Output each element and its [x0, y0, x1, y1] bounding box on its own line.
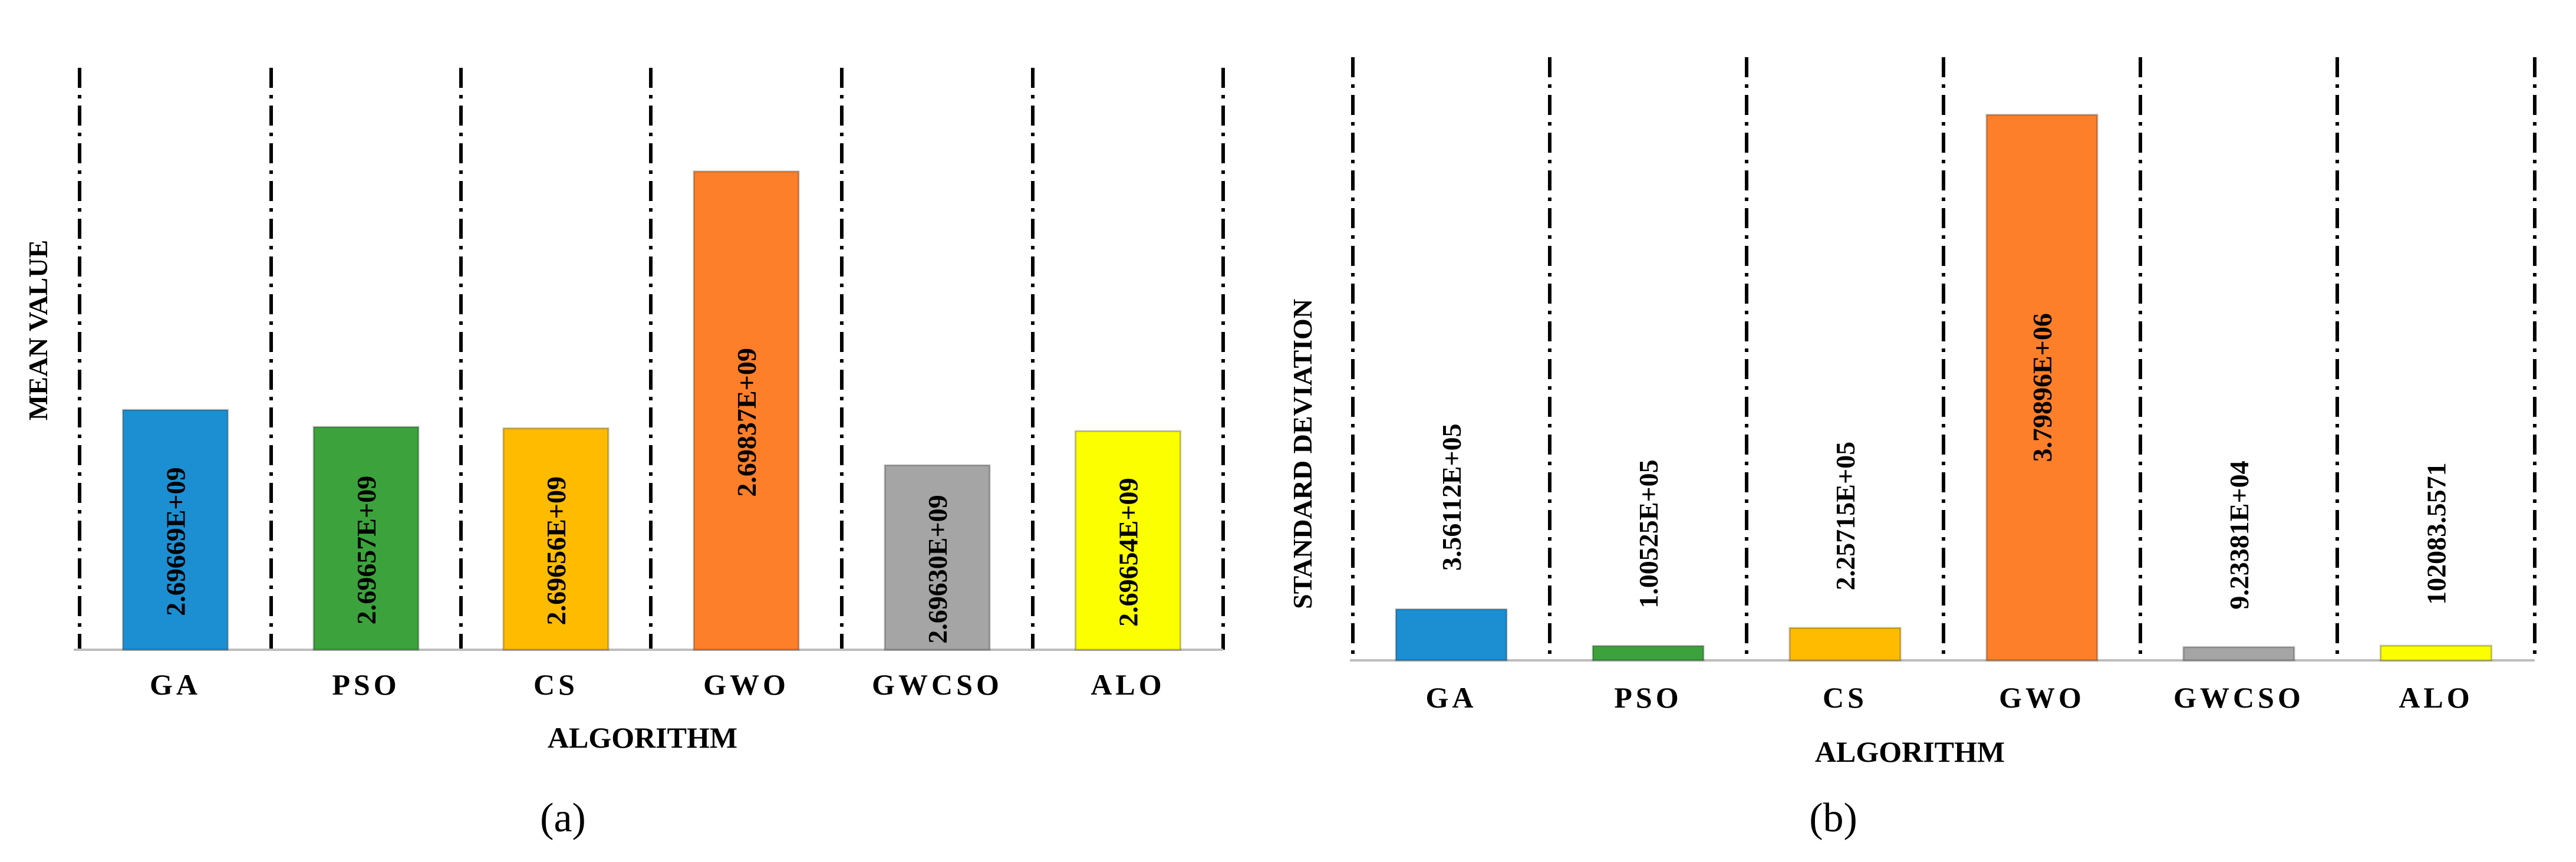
panel-b-data-label-cs: 2.25715E+05: [1830, 442, 1860, 590]
panel-a-mean-value-chart: 2.69669E+09 2.69657E+09 2.69656E+09 2.69837…: [23, 68, 1225, 841]
panel-a-bar-pso: [312, 426, 420, 651]
panel-a-bar-gwcso: [884, 464, 991, 651]
panel-a-data-label-cs: 2.69656E+09: [541, 476, 571, 625]
panel-b-bar-gwo: [1985, 114, 2099, 662]
panel-a-bar-alo: [1075, 430, 1181, 651]
panel-b-tick-label-alo: ALO: [2399, 681, 2473, 714]
panel-b-x-axis-label: ALGORITHM: [1815, 735, 2005, 768]
panel-b-data-label-gwcso: 9.23381E+04: [2224, 460, 2254, 609]
panel-b-data-label-pso: 1.00525E+05: [1633, 459, 1663, 608]
panel-a-data-label-alo: 2.69654E+09: [1114, 478, 1144, 626]
panel-a-tick-label-alo: ALO: [1091, 668, 1165, 701]
panel-b-tick-label-cs: CS: [1823, 681, 1867, 714]
panel-b-tick-label-pso: PSO: [1614, 681, 1682, 714]
panel-b-tick-label-gwcso: GWCSO: [2173, 681, 2304, 714]
panel-b-label: (b): [1809, 795, 1857, 841]
panel-a-y-axis-label: MEAN VALUE: [23, 240, 53, 420]
panel-b-bar-cs: [1788, 627, 1902, 662]
panel-b-bar-alo: [2380, 644, 2492, 662]
panel-b-bar-pso: [1592, 645, 1705, 662]
panel-a-data-label-gwo: 2.69837E+09: [732, 348, 762, 496]
panel-a-bar-ga: [122, 409, 229, 651]
panel-b-standard-deviation-chart: 3.56112E+05 1.00525E+05 2.25715E+05 3.79896…: [1287, 57, 2537, 841]
panel-a-bar-cs: [502, 427, 610, 651]
panel-a-bar-gwo: [693, 170, 800, 651]
panel-a-data-label-pso: 2.69657E+09: [351, 476, 381, 624]
panel-a-data-label-ga: 2.69669E+09: [161, 467, 191, 616]
panel-b-bar-ga: [1395, 608, 1508, 662]
panel-a-tick-label-cs: CS: [533, 668, 578, 701]
panel-a-data-label-gwcso: 2.69630E+09: [923, 495, 953, 643]
panel-a-tick-label-gwcso: GWCSO: [872, 668, 1003, 701]
panel-a-tick-label-pso: PSO: [332, 668, 400, 701]
panel-a-label: (a): [540, 795, 586, 841]
panel-b-data-label-ga: 3.56112E+05: [1437, 423, 1467, 571]
panel-b-bar-gwcso: [2182, 646, 2295, 662]
panel-b-data-label-gwo: 3.79896E+06: [2027, 313, 2057, 462]
panel-b-tick-label-gwo: GWO: [1999, 681, 2085, 714]
panel-a-tick-label-ga: GA: [150, 668, 201, 701]
panel-a-tick-label-gwo: GWO: [703, 668, 789, 701]
panel-b-y-axis-label: STANDARD DEVIATION: [1287, 299, 1317, 609]
panel-b-data-label-alo: 102083.5571: [2422, 462, 2452, 605]
panel-a-x-axis-label: ALGORITHM: [548, 721, 737, 754]
panel-b-tick-label-ga: GA: [1426, 681, 1477, 714]
